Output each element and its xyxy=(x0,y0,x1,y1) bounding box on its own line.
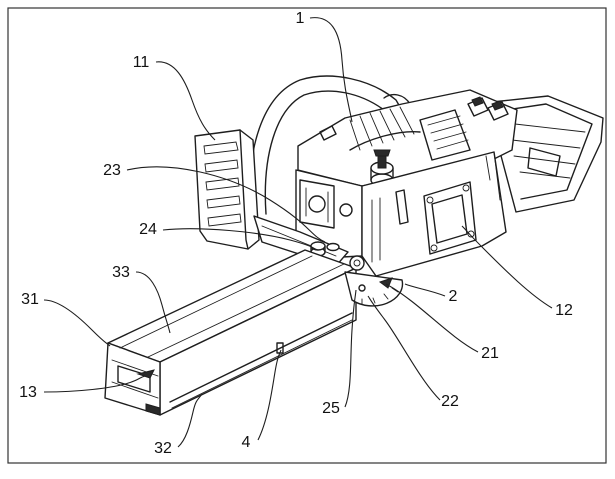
ref-numeral-31: 31 xyxy=(21,291,39,308)
leader-line-12 xyxy=(461,225,553,309)
housing-front xyxy=(361,151,507,277)
leader-line-25 xyxy=(344,289,357,408)
leader-line-21 xyxy=(385,283,479,353)
leader-line-32 xyxy=(177,393,203,448)
leader-line-11 xyxy=(155,61,216,141)
ref-numeral-4: 4 xyxy=(242,434,251,451)
ref-numeral-2: 2 xyxy=(449,288,458,305)
ref-numeral-23: 23 xyxy=(103,162,121,179)
studs xyxy=(310,241,340,257)
sprocket-cover xyxy=(344,255,404,307)
ref-numeral-12: 12 xyxy=(555,302,573,319)
leader-line-23 xyxy=(126,166,326,243)
ref-numeral-24: 24 xyxy=(139,221,157,238)
leader-line-2 xyxy=(404,283,446,297)
leader-line-31 xyxy=(43,299,111,347)
ref-numeral-11: 11 xyxy=(133,54,150,71)
guide-bar xyxy=(104,249,357,416)
ref-numeral-22: 22 xyxy=(441,393,459,410)
ref-numeral-25: 25 xyxy=(322,400,340,417)
ref-numeral-1: 1 xyxy=(296,10,305,27)
filler-caps xyxy=(370,96,509,187)
rear-handle xyxy=(491,95,604,213)
ref-numeral-13: 13 xyxy=(19,384,37,401)
leader-line-4 xyxy=(257,349,282,441)
leader-line-13 xyxy=(43,375,146,393)
leader-line-24 xyxy=(162,228,319,251)
leader-line-33 xyxy=(135,271,171,334)
ref-numeral-33: 33 xyxy=(112,264,130,281)
ref-numeral-21: 21 xyxy=(481,345,499,362)
leader-line-22 xyxy=(367,295,441,401)
leader-line-1 xyxy=(309,17,353,123)
side-plate xyxy=(194,129,260,250)
ref-numeral-32: 32 xyxy=(154,440,172,457)
